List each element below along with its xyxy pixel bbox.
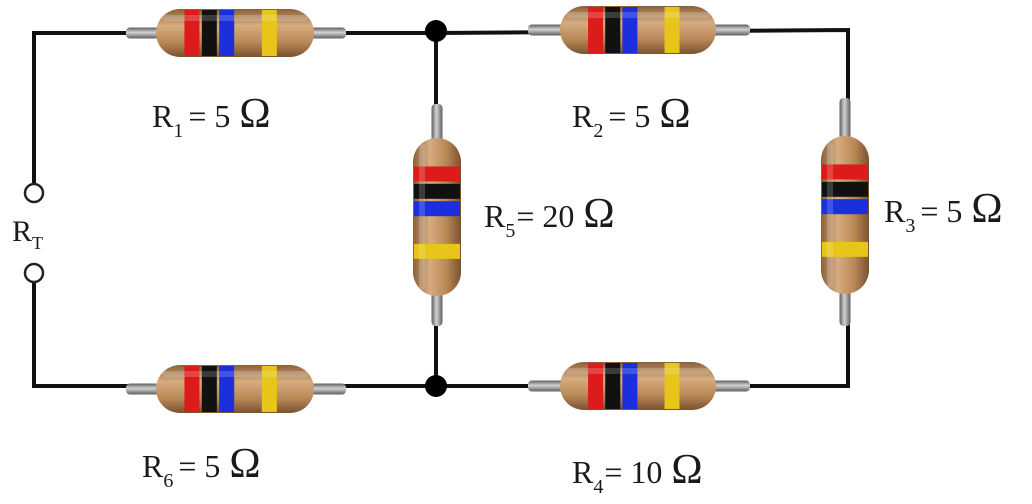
terminal-rt: RT <box>12 182 45 284</box>
resistor-shine <box>162 15 308 21</box>
color-band <box>414 183 460 199</box>
label-r4-letter: R <box>572 454 594 490</box>
color-band <box>622 363 638 409</box>
color-band <box>219 366 235 412</box>
label-r4-value: = 10 <box>604 454 662 490</box>
color-band <box>184 366 200 412</box>
label-r3-unit: Ω <box>971 186 1002 232</box>
junction-node <box>425 20 447 42</box>
resistor-r5 <box>413 104 461 326</box>
color-band <box>622 7 638 53</box>
label-r2-unit: Ω <box>659 91 690 137</box>
label-r2-letter: R <box>572 98 594 134</box>
terminal-top <box>23 182 45 204</box>
label-r4-sub: 4 <box>593 476 603 498</box>
terminal-sub: T <box>32 233 43 253</box>
resistor-layer <box>126 6 869 413</box>
resistor-shine <box>827 142 833 288</box>
color-band <box>822 241 868 257</box>
color-band <box>605 7 621 53</box>
color-band <box>664 363 680 409</box>
label-r2-sub: 2 <box>593 120 603 142</box>
color-band <box>822 199 868 215</box>
color-band <box>261 366 277 412</box>
label-r6-sub: 6 <box>163 470 173 492</box>
label-r1-value: = 5 <box>188 98 230 134</box>
color-band <box>201 10 217 56</box>
label-r1-sub: 1 <box>173 120 183 142</box>
color-band <box>414 166 460 182</box>
resistor-shine <box>566 368 710 374</box>
resistor-shine <box>162 371 308 377</box>
resistor-shine <box>566 12 710 18</box>
label-r3-letter: R <box>884 193 906 229</box>
junction-nodes <box>425 20 447 397</box>
color-band <box>414 201 460 217</box>
label-r5-sub: 5 <box>505 220 515 242</box>
resistor-shine <box>419 144 425 290</box>
color-band <box>822 164 868 180</box>
color-band <box>219 10 235 56</box>
label-r1-unit: Ω <box>239 91 270 137</box>
color-band <box>588 363 604 409</box>
color-band <box>588 7 604 53</box>
label-r6-unit: Ω <box>229 441 260 487</box>
resistor-r3 <box>821 98 869 326</box>
label-r3-value: = 5 <box>920 193 962 229</box>
label-r2-value: = 5 <box>608 98 650 134</box>
resistor-r1 <box>126 9 346 57</box>
junction-node <box>425 375 447 397</box>
color-band <box>201 366 217 412</box>
label-r5-letter: R <box>484 198 506 234</box>
terminal-bottom <box>23 262 45 284</box>
label-r6-value: = 5 <box>178 448 220 484</box>
color-band <box>261 10 277 56</box>
label-r1-letter: R <box>152 98 174 134</box>
color-band <box>605 363 621 409</box>
label-r3-sub: 3 <box>905 215 915 237</box>
resistor-r2 <box>528 6 750 54</box>
label-r6-letter: R <box>142 448 164 484</box>
color-band <box>184 10 200 56</box>
color-band <box>664 7 680 53</box>
label-r4-unit: Ω <box>671 447 702 493</box>
terminal-letter: R <box>12 215 32 248</box>
color-band <box>822 181 868 197</box>
resistor-r4 <box>528 362 750 410</box>
resistor-r6 <box>126 365 346 413</box>
terminal-label: RT <box>12 215 43 253</box>
label-r5-value: = 20 <box>516 198 574 234</box>
color-band <box>414 243 460 259</box>
label-r5-unit: Ω <box>583 191 614 237</box>
